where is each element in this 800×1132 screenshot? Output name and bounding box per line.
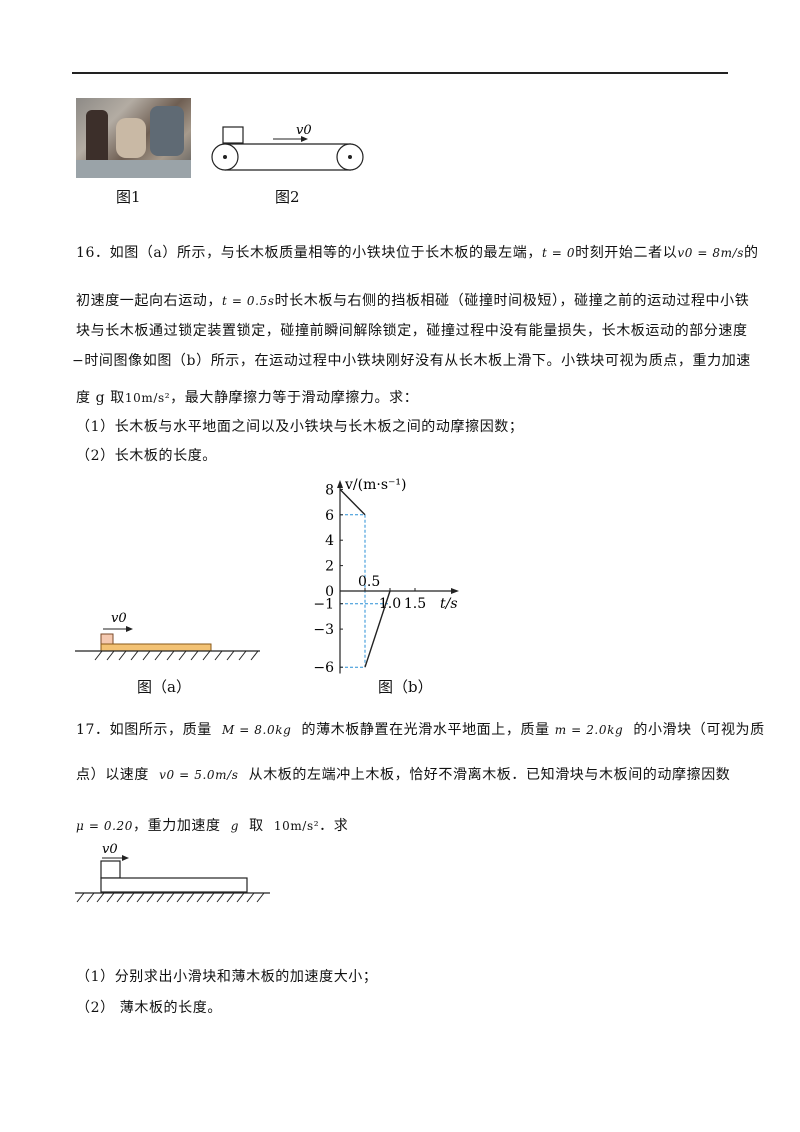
y-axis-arrow [337, 480, 343, 488]
x-axis-label: t/s [440, 596, 458, 612]
q16-subq1: （1）长木板与水平地面之间以及小铁块与长木板之间的动摩擦因数； [76, 419, 524, 435]
header-rule [72, 72, 728, 74]
y-tick-label: −3 [313, 622, 334, 638]
q17-subq1: （1）分别求出小滑块和薄木板的加速度大小； [76, 969, 378, 985]
q16-line3: 块与长木板通过锁定装置锁定，碰撞前瞬间解除锁定，碰撞过程中没有能量损失，长木板运… [76, 323, 748, 339]
x-tick-label: 1.5 [404, 596, 426, 612]
q16-line5: 度 g 取10m/s²，最大静摩擦力等于滑动摩擦力。求： [76, 390, 419, 406]
q17-line1: 17．如图所示，质量 M = 8.0kg 的薄木板静置在光滑水平地面上，质量 m… [76, 722, 765, 738]
fig2-v0-label: v0 [296, 123, 312, 138]
v-t-segment-1 [364, 590, 391, 668]
q16-line1: 16．如图（a）所示，与长木板质量相等的小铁块位于长木板的最左端，t = 0时刻… [76, 245, 759, 261]
y-tick-label: 4 [325, 533, 334, 549]
q16-line4: −时间图像如图（b）所示，在运动过程中小铁块刚好没有从长木板上滑下。小铁块可视为… [72, 353, 751, 369]
plank-diagram-a: v0 [75, 611, 260, 661]
fig17-v0-label: v0 [102, 842, 118, 857]
treadmill-photo [76, 98, 191, 178]
fig-b-caption: 图（b） [378, 678, 433, 696]
y-tick-label: 6 [325, 508, 334, 524]
q17-line2: 点）以速度 v0 = 5.0m/s 从木板的左端冲上木板，恰好不滑离木板．已知滑… [76, 767, 731, 783]
q16-subq2: （2）长木板的长度。 [76, 448, 217, 464]
q17-subq2: （2） 薄木板的长度。 [76, 1000, 222, 1016]
q17-line3: μ = 0.20，重力加速度 g 取 10m/s²．求 [76, 818, 349, 834]
conveyor-diagram: v0 [211, 123, 364, 171]
fig2-caption: 图2 [275, 188, 300, 206]
v-t-segment-0 [339, 488, 366, 516]
y-tick-label: −6 [313, 660, 334, 675]
x-axis-arrow [451, 588, 459, 594]
q16-line2: 初速度一起向右运动，t = 0.5s时长木板与右侧的挡板相碰（碰撞时间极短），碰… [76, 293, 750, 309]
fig-a-v0-label: v0 [111, 611, 127, 626]
plank-diagram-17: v0 [75, 842, 270, 903]
fig-a-caption: 图（a） [137, 678, 191, 696]
y-axis-label: v/(m·s⁻¹) [344, 477, 406, 493]
y-tick-label: 8 [325, 482, 334, 498]
x-tick-label: 0.5 [358, 574, 380, 590]
y-tick-label: 0 [325, 584, 334, 600]
x-tick-label: 1.0 [379, 596, 401, 612]
fig1-caption: 图1 [116, 188, 141, 206]
y-tick-label: −1 [313, 597, 334, 613]
y-tick-label: 2 [325, 559, 334, 575]
